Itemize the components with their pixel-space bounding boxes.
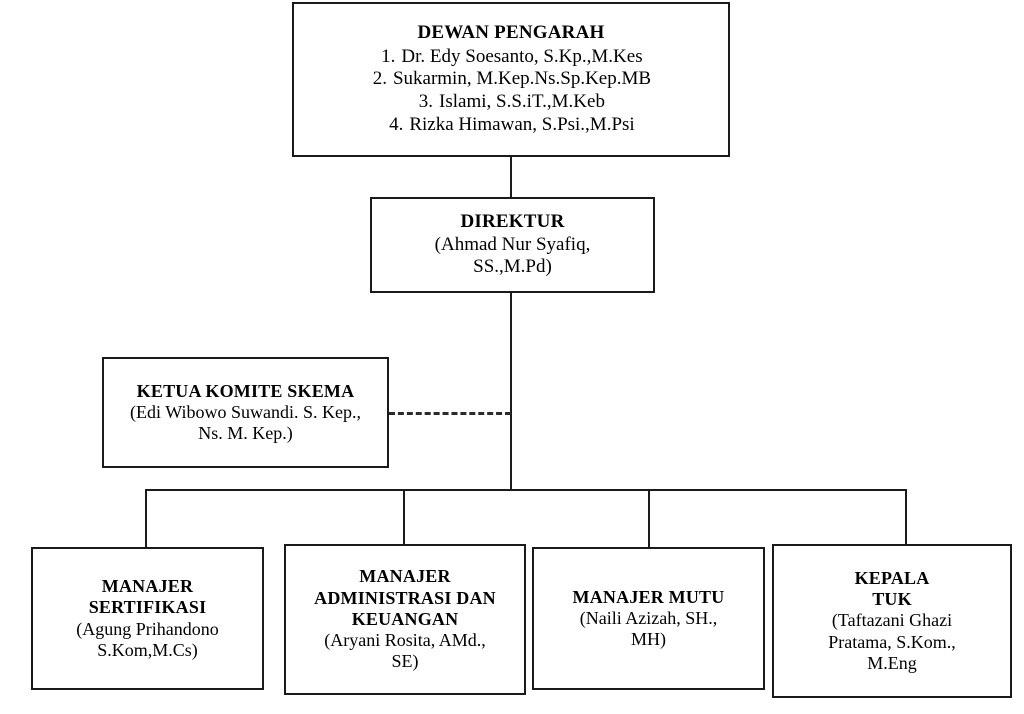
list-item: 4.Rizka Himawan, S.Psi.,M.Psi (300, 114, 722, 137)
connector-horizontal-bus (145, 489, 907, 491)
node-manajer-mutu-name-line-2: MH) (631, 629, 666, 650)
node-dewan-pengarah[interactable]: DEWAN PENGARAH 1.Dr. Edy Soesanto, S.Kp.… (292, 2, 730, 157)
node-direktur-title: DIREKTUR (460, 211, 565, 233)
node-manajer-sertifikasi-name-line-2: S.Kom,M.Cs) (97, 639, 198, 660)
list-item: 2.Sukarmin, M.Kep.Ns.Sp.Kep.MB (300, 68, 722, 91)
connector-drop-manajer-mutu (648, 489, 650, 547)
node-manajer-sertifikasi[interactable]: MANAJER SERTIFIKASI (Agung Prihandono S.… (31, 547, 264, 690)
connector-drop-manajer-administrasi-keuangan (403, 489, 405, 544)
connector-dashed-ketua-komite (389, 412, 511, 415)
member-name: Rizka Himawan, S.Psi.,M.Psi (409, 114, 635, 135)
node-ketua-komite-skema[interactable]: KETUA KOMITE SKEMA (Edi Wibowo Suwandi. … (102, 357, 389, 468)
node-manajer-sertifikasi-name-line-1: (Agung Prihandono (76, 618, 219, 639)
node-manajer-administrasi-title-line-2: ADMINISTRASI DAN (314, 587, 496, 608)
node-direktur[interactable]: DIREKTUR (Ahmad Nur Syafiq, SS.,M.Pd) (370, 197, 655, 293)
list-item: 3.Islami, S.S.iT.,M.Keb (300, 91, 722, 114)
node-manajer-administrasi-name-line-2: SE) (391, 651, 419, 672)
member-index: 2. (372, 68, 387, 90)
node-manajer-mutu[interactable]: MANAJER MUTU (Naili Azizah, SH., MH) (532, 547, 765, 690)
node-ketua-komite-skema-name-line-1: (Edi Wibowo Suwandi. S. Kep., (130, 401, 361, 422)
connector-dewan-to-direktur (510, 157, 512, 197)
node-kepala-tuk-name-line-2: Pratama, S.Kom., (828, 631, 956, 652)
node-manajer-mutu-title: MANAJER MUTU (572, 586, 725, 607)
node-ketua-komite-skema-title: KETUA KOMITE SKEMA (136, 380, 355, 401)
node-dewan-pengarah-title: DEWAN PENGARAH (417, 22, 605, 44)
node-kepala-tuk[interactable]: KEPALA TUK (Taftazani Ghazi Pratama, S.K… (772, 544, 1012, 698)
member-name: Islami, S.S.iT.,M.Keb (439, 91, 605, 113)
node-kepala-tuk-title-line-2: TUK (872, 589, 912, 610)
connector-drop-manajer-sertifikasi (145, 489, 147, 547)
member-name: Dr. Edy Soesanto, S.Kp.,M.Kes (401, 45, 643, 67)
node-manajer-administrasi-title-line-3: KEUANGAN (351, 608, 459, 629)
node-manajer-mutu-name-line-1: (Naili Azizah, SH., (579, 607, 718, 628)
dewan-pengarah-member-list: 1.Dr. Edy Soesanto, S.Kp.,M.Kes 2.Sukarm… (300, 46, 722, 137)
node-kepala-tuk-name-line-3: M.Eng (867, 652, 917, 673)
member-name: Sukarmin, M.Kep.Ns.Sp.Kep.MB (392, 68, 652, 90)
member-index: 4. (389, 114, 404, 135)
member-index: 3. (418, 91, 434, 113)
connector-drop-kepala-tuk (905, 489, 907, 544)
member-index: 1. (381, 45, 396, 67)
node-manajer-administrasi-name-line-1: (Aryani Rosita, AMd., (324, 630, 486, 651)
node-manajer-administrasi-dan-keuangan[interactable]: MANAJER ADMINISTRASI DAN KEUANGAN (Aryan… (284, 544, 526, 695)
node-manajer-administrasi-title-line-1: MANAJER (359, 566, 451, 587)
node-kepala-tuk-title-line-1: KEPALA (854, 567, 930, 588)
node-kepala-tuk-name-line-1: (Taftazani Ghazi (831, 610, 953, 631)
node-direktur-name-line-1: (Ahmad Nur Syafiq, (434, 233, 591, 255)
node-manajer-sertifikasi-title-line-2: SERTIFIKASI (88, 597, 207, 618)
node-ketua-komite-skema-name-line-2: Ns. M. Kep.) (198, 423, 293, 444)
list-item: 1.Dr. Edy Soesanto, S.Kp.,M.Kes (300, 46, 722, 69)
node-manajer-sertifikasi-title-line-1: MANAJER (101, 576, 194, 597)
connector-direktur-to-bus (510, 293, 512, 490)
node-direktur-name-line-2: SS.,M.Pd) (473, 256, 552, 278)
